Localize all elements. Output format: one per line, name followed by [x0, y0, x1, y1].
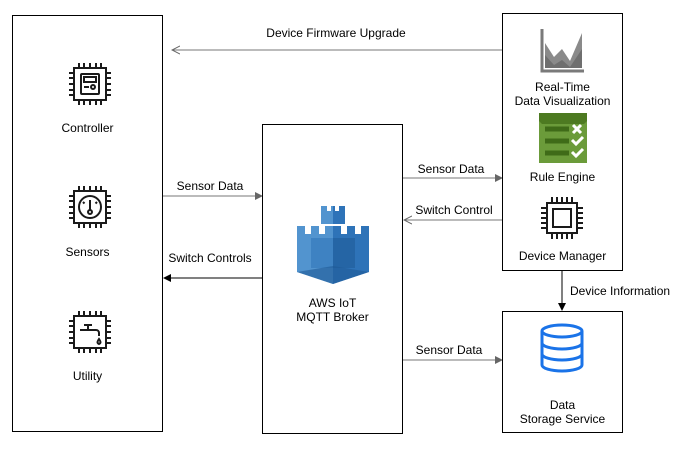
device-manager-chip-icon [541, 197, 583, 239]
edge-label-device-information: Device Information [570, 284, 671, 298]
edge-label-switch-control: Switch Control [415, 203, 493, 217]
sensors-label: Sensors [65, 245, 110, 259]
utility-chip-icon [69, 311, 111, 353]
edge-label-firmware-upgrade: Device Firmware Upgrade [266, 26, 406, 40]
broker-container [262, 124, 403, 434]
sensors-chip-icon [69, 186, 111, 228]
utility-label: Utility [72, 369, 103, 383]
database-icon [540, 323, 584, 373]
rule-engine-label: Rule Engine [529, 170, 596, 184]
controller-label: Controller [61, 121, 114, 135]
device-manager-label: Device Manager [518, 249, 607, 263]
visualization-label-line2: Data Visualization [514, 94, 611, 108]
area-chart-icon [540, 29, 584, 73]
rule-engine-icon [539, 113, 587, 163]
edge-label-sensor-data-to-broker: Sensor Data [176, 179, 244, 193]
visualization-label-line1: Real-Time [535, 80, 590, 94]
broker-label-line1: AWS IoT [308, 296, 357, 310]
storage-label-line1: Data [549, 398, 576, 412]
controller-chip-icon [69, 63, 111, 105]
storage-label-line2: Storage Service [519, 412, 606, 426]
edge-label-sensor-data-to-services: Sensor Data [417, 162, 485, 176]
edge-label-switch-controls: Switch Controls [168, 251, 252, 265]
aws-iot-castle-icon [297, 206, 369, 284]
broker-label-line2: MQTT Broker [296, 310, 369, 324]
edge-label-sensor-data-to-storage: Sensor Data [415, 343, 483, 357]
